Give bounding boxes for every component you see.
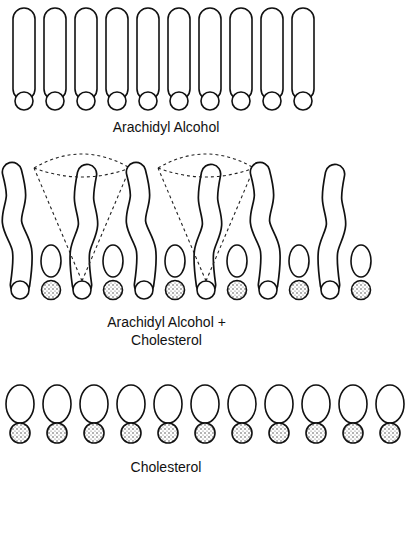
mixed-row — [11, 154, 371, 300]
alcohol-row — [13, 8, 314, 110]
cholesterol-row — [6, 385, 404, 443]
figure-label: Arachidyl Alcohol + Cholesterol — [99, 313, 234, 349]
figure-label: Arachidyl Alcohol — [66, 118, 266, 136]
figure-label: Cholesterol — [66, 458, 266, 476]
